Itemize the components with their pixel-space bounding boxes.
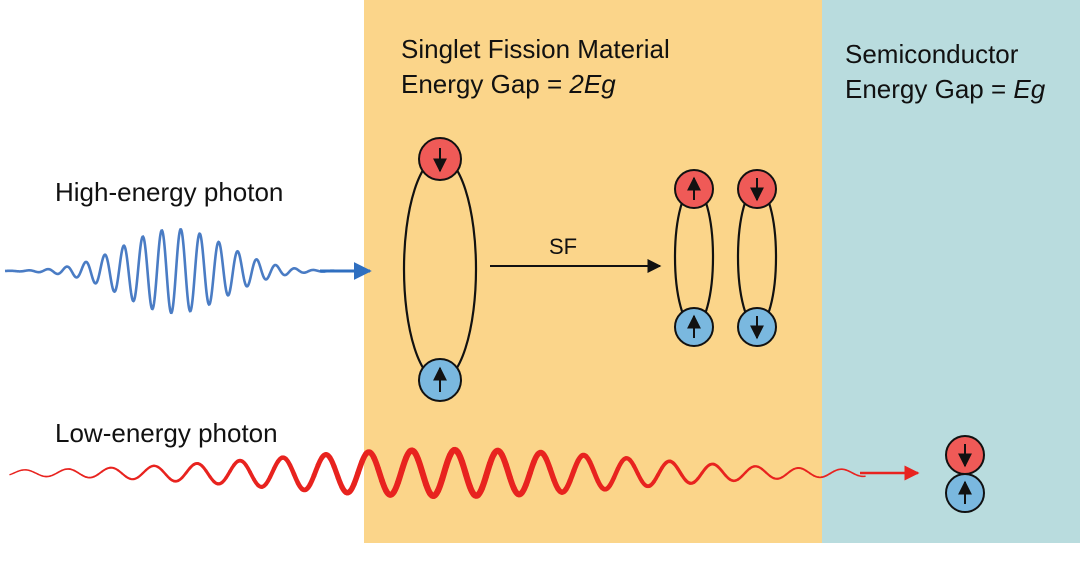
- semiconductor-exciton: [945, 435, 985, 513]
- hole: [737, 307, 777, 347]
- triplet-exciton-2: [736, 169, 778, 347]
- high-energy-photon-wave: [4, 228, 336, 315]
- singlet-fission-region: [364, 0, 822, 543]
- electron: [737, 169, 777, 209]
- sf-region-gap: Energy Gap = 2Eg: [401, 69, 616, 99]
- hole: [674, 307, 714, 347]
- low-energy-photon-wave: [9, 446, 866, 500]
- sc-region-title: Semiconductor: [845, 39, 1019, 69]
- electron: [945, 435, 985, 475]
- triplet-exciton-1: [673, 169, 715, 347]
- hole: [418, 358, 462, 402]
- sf-label: SF: [549, 234, 577, 259]
- singlet-exciton: [402, 137, 478, 402]
- sf-region-title: Singlet Fission Material: [401, 34, 670, 64]
- hole: [945, 473, 985, 513]
- high-energy-photon-label: High-energy photon: [55, 177, 283, 207]
- sc-region-gap: Energy Gap = Eg: [845, 74, 1046, 104]
- electron: [418, 137, 462, 181]
- electron: [674, 169, 714, 209]
- low-energy-photon-wave-segment: [9, 472, 15, 476]
- low-energy-photon-label: Low-energy photon: [55, 418, 278, 448]
